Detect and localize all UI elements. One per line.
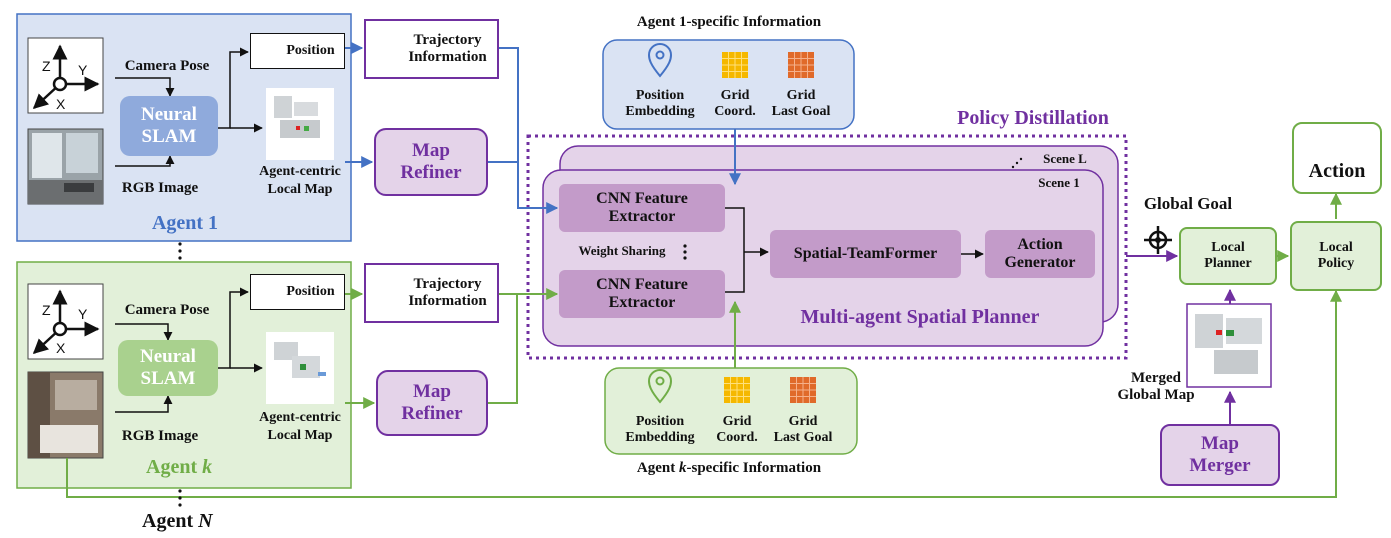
grid-coord-icon-bottom [724, 377, 750, 403]
scene-ellipsis-dot [1011, 165, 1015, 169]
scene-l-label: Scene L [1043, 151, 1087, 166]
agent1-local-map-label-2: Local Map [267, 182, 333, 197]
global-goal-label: Global Goal [1143, 194, 1233, 213]
agentk-axes-icon [32, 289, 100, 355]
policy-distillation-label: Policy Distillation [957, 107, 1109, 129]
agentk-slam-out [218, 287, 249, 369]
scene-1-label: Scene 1 [1038, 175, 1080, 190]
axis-x-label-1: X [56, 96, 66, 112]
axis-x-label-k: X [56, 340, 66, 356]
agent1-axes-icon [32, 44, 100, 110]
agent1-rgb-label: RGB Image [121, 180, 199, 196]
axis-z-label-k: Z [42, 302, 51, 318]
agents-ellipsis-dot [178, 242, 182, 246]
position-embedding-icon-top [647, 43, 673, 78]
agent1-camera-pose-label: Camera Pose [124, 58, 210, 74]
agentk-camera-pose-label: Camera Pose [124, 302, 210, 318]
info-bottom-title: Agent k-specific Information [636, 460, 822, 476]
grid-coord-icon-top [722, 52, 748, 78]
agent1-local-map-label-1: Agent-centric [259, 164, 341, 179]
spatial-teamformer: Spatial-TeamFormer [770, 230, 961, 278]
agent1-position-box: Position [250, 33, 345, 69]
weight-sharing-label: Weight Sharing [578, 243, 666, 258]
agentk-rgb-arrow [115, 395, 173, 413]
info-top-title: Agent 1-specific Information [636, 14, 822, 30]
policy-distillation-frame [526, 134, 1128, 360]
cnn-top-merge [725, 207, 745, 252]
agentk-local-map-thumbnail [266, 332, 334, 404]
agentk-to-local-policy [66, 289, 1342, 498]
agent1-name: Agent 1 [151, 212, 219, 234]
agentk-name: Agent k [146, 456, 213, 478]
agentk-position-box: Position [250, 274, 345, 310]
agentk-camera-arrow [115, 323, 173, 341]
agentN-name: Agent N [142, 510, 213, 532]
agent1-trajectory-to-cnn [499, 47, 559, 214]
agentk-local-map-label-1: Agent-centric [259, 410, 341, 425]
axis-y-label-k: Y [78, 306, 88, 322]
agentk-refiner-join [488, 294, 518, 404]
agent1-camera-arrow [115, 77, 175, 97]
agent1-rgb-arrow [115, 155, 175, 167]
grid-last-goal-icon-top [788, 52, 814, 78]
agentk-rgb-label: RGB Image [121, 428, 199, 444]
agentk-local-map-label-2: Local Map [267, 428, 333, 443]
position-embedding-icon-bottom [647, 369, 673, 404]
agentN-ellipsis-dot [178, 489, 182, 493]
action-box: Action [1292, 122, 1382, 194]
grid-last-goal-icon-bottom [790, 377, 816, 403]
agent1-local-map-thumbnail [266, 88, 334, 160]
agent1-rgb-thumbnail [27, 128, 104, 205]
axis-z-label-1: Z [42, 58, 51, 74]
planner-title: Multi-agent Spatial Planner [800, 306, 1040, 328]
cnn-bottom-merge [725, 252, 745, 293]
agent1-slam-out [218, 47, 249, 129]
axis-y-label-1: Y [78, 62, 88, 78]
weight-sharing-dot [683, 244, 687, 248]
agentk-rgb-thumbnail [27, 371, 104, 459]
